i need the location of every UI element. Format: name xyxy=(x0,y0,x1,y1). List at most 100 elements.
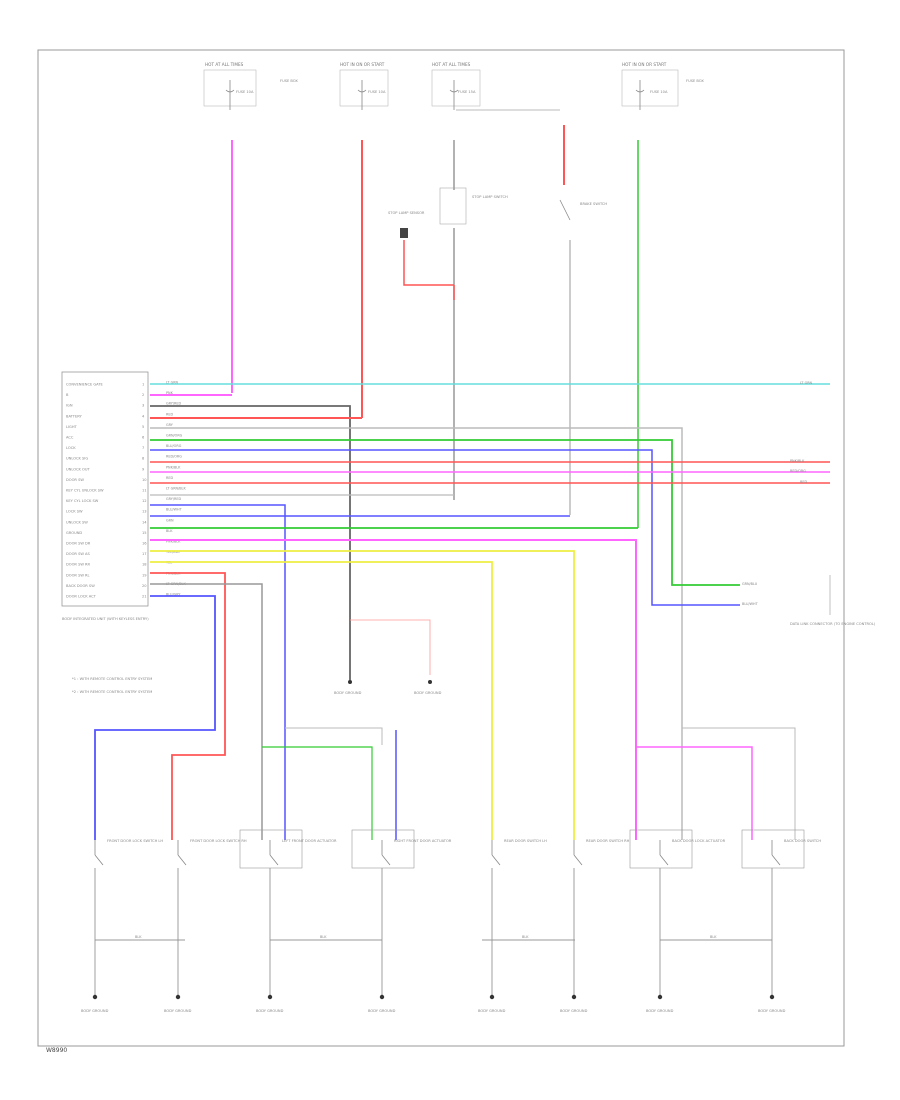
fuse-block-1: HOT AT ALL TIMES FUSE 10A FUSE BOX xyxy=(203,62,298,107)
ground-4: BODY GROUND xyxy=(368,940,396,1013)
ground-5: BODY GROUND xyxy=(478,940,506,1013)
module-caption: BODY INTEGRATED UNIT (WITH KEYLESS ENTRY… xyxy=(62,617,149,621)
module-wire-label: LT GRN/BLK xyxy=(166,487,186,491)
fuse-block-2-title: HOT IN ON OR START xyxy=(340,62,385,67)
svg-text:FUSE BOX: FUSE BOX xyxy=(686,79,704,83)
module-wire-label: PNK/BLK xyxy=(166,465,181,469)
module-row-label: ACC xyxy=(66,436,74,440)
ground-6: BODY GROUND xyxy=(560,940,588,1013)
module-pin-number: 7 xyxy=(142,446,144,450)
module-wire-label: LT GRN xyxy=(166,381,179,385)
module-pin-number: 19 xyxy=(142,573,147,577)
module-pin-number: 5 xyxy=(142,425,144,429)
module-row-label: LOCK SW xyxy=(66,510,83,514)
module-row-label: LIGHT xyxy=(66,425,78,429)
module-row-label: DOOR SW xyxy=(66,478,84,482)
module-wire-label: GRY/RED xyxy=(166,497,181,501)
module-wire-label: GRY xyxy=(166,423,174,427)
stop-lamp-switch-label: STOP LAMP SWITCH xyxy=(472,195,508,199)
stop-lamp-switch: STOP LAMP SWITCH xyxy=(439,187,508,225)
bus-label-1: BLK xyxy=(135,935,142,939)
module-pin-number: 4 xyxy=(142,414,145,418)
stop-lamp-sensor-label: STOP LAMP SENSOR xyxy=(388,211,425,215)
right-bottom-label-1: GRN/BLU xyxy=(742,582,758,586)
ground-label: BODY GROUND xyxy=(478,1009,506,1013)
switch-label: REAR DOOR SWITCH LH xyxy=(504,839,547,843)
module-row-label: CONVENIENCE GATE xyxy=(66,383,104,387)
svg-text:FUSE BOX: FUSE BOX xyxy=(280,79,298,83)
module-wire-label: YEL/BLU xyxy=(166,550,180,554)
switch-1: FRONT DOOR LOCK SWITCH LH xyxy=(94,839,163,940)
module-pin-number: 18 xyxy=(142,563,147,567)
ground-label: BODY GROUND xyxy=(758,1009,786,1013)
ground-label: BODY GROUND xyxy=(560,1009,588,1013)
module-row-label: UNLOCK OUT xyxy=(66,467,90,471)
brake-switch: BRAKE SWITCH xyxy=(559,199,607,221)
module-pin-number: 13 xyxy=(142,510,147,514)
module-wire-label: GRN xyxy=(166,518,174,522)
switch-5: REAR DOOR SWITCH LH xyxy=(491,839,547,940)
right-wire-label-3: RED/ORG xyxy=(790,469,806,473)
module-wire-label: BLK xyxy=(166,529,173,533)
module-wire-label: RED xyxy=(166,412,173,416)
note-1: *1 : WITH REMOTE CONTROL ENTRY SYSTEM xyxy=(72,677,152,681)
module-wire-label: RED xyxy=(166,476,173,480)
module-wire-label: BLU/GRY xyxy=(166,593,181,597)
switch-label: FRONT DOOR LOCK SWITCH LH xyxy=(107,839,163,843)
fuse-block-1-title: HOT AT ALL TIMES xyxy=(205,62,244,67)
ground-label: BODY GROUND xyxy=(256,1009,284,1013)
bus-label-3: BLK xyxy=(522,935,529,939)
switch-3: LEFT FRONT DOOR ACTUATOR xyxy=(239,829,337,940)
right-bottom-label-2: BLU/WHT xyxy=(742,602,759,606)
module-row-label: BACK DOOR SW xyxy=(66,584,95,588)
fuse-block-4-title: HOT IN ON OR START xyxy=(622,62,667,67)
module-row-label: DOOR SW RL xyxy=(66,573,90,577)
ground-label: BODY GROUND xyxy=(81,1009,109,1013)
module-row-label: UNLOCK SW xyxy=(66,520,88,524)
module-wires xyxy=(94,383,830,840)
module-row-label: LOCK xyxy=(66,446,76,450)
switch-label: LEFT FRONT DOOR ACTUATOR xyxy=(282,839,337,843)
switch-2: FRONT DOOR LOCK SWITCH RH xyxy=(177,839,247,940)
module-wire-label: PNK xyxy=(166,391,174,395)
module-row-label: DOOR SW AS xyxy=(66,552,90,556)
ground-3: BODY GROUND xyxy=(256,940,284,1013)
ground-label: BODY GROUND xyxy=(164,1009,192,1013)
fuse-block-4: HOT IN ON OR START FUSE 10A FUSE BOX xyxy=(621,62,704,107)
ground-1: BODY GROUND xyxy=(81,940,109,1013)
bus-label-2: BLK xyxy=(320,935,327,939)
module-wire-label: BLU/WHT xyxy=(166,508,183,512)
switch-label: RIGHT FRONT DOOR ACTUATOR xyxy=(394,839,452,843)
right-wire-label-4: RED xyxy=(800,480,807,484)
module-wire-label: GRN/ORG xyxy=(166,434,183,438)
module-pin-number: 16 xyxy=(142,542,147,546)
module-wire-label: BLU/ORG xyxy=(166,444,182,448)
switch-4: RIGHT FRONT DOOR ACTUATOR xyxy=(351,829,452,940)
bus-label-4: BLK xyxy=(710,935,717,939)
ground-label: BODY GROUND xyxy=(368,1009,396,1013)
module-pin-number: 8 xyxy=(142,457,145,461)
module-wire-label: GRY/RED xyxy=(166,402,181,406)
module-wire-label: PNK/BLK xyxy=(166,540,181,544)
fuse-1-label: FUSE 10A xyxy=(236,90,254,94)
switch-label: BACK DOOR SWITCH xyxy=(784,839,821,843)
module-pin-number: 9 xyxy=(142,467,145,471)
module-row-label: GROUND xyxy=(66,531,82,535)
module-pin-number: 6 xyxy=(142,436,145,440)
switch-6: REAR DOOR SWITCH RH xyxy=(573,839,630,940)
fuse-block-3-title: HOT AT ALL TIMES xyxy=(432,62,471,67)
module-wire-label: RED/ORG xyxy=(166,455,182,459)
module-row-label: DOOR LOCK ACT xyxy=(66,595,97,599)
switch-label: FRONT DOOR LOCK SWITCH RH xyxy=(190,839,247,843)
mid-ground-1-label: BODY GROUND xyxy=(334,691,362,695)
mid-ground-1: BODY GROUND xyxy=(334,680,362,695)
module-row-label: UNLOCK SIG xyxy=(66,457,88,461)
module-pin-number: 2 xyxy=(142,393,144,397)
module-row-label: KEY CYL UNLOCK SW xyxy=(66,489,104,493)
module-pin-number: 17 xyxy=(142,552,147,556)
fuse-block-2: HOT IN ON OR START FUSE 10A xyxy=(339,62,389,107)
fuse-3-label: FUSE 15A xyxy=(458,90,476,94)
fuse-block-3: HOT AT ALL TIMES FUSE 15A xyxy=(431,62,481,107)
right-connector-caption: DATA LINK CONNECTOR (TO ENGINE CONTROL) xyxy=(790,622,876,626)
